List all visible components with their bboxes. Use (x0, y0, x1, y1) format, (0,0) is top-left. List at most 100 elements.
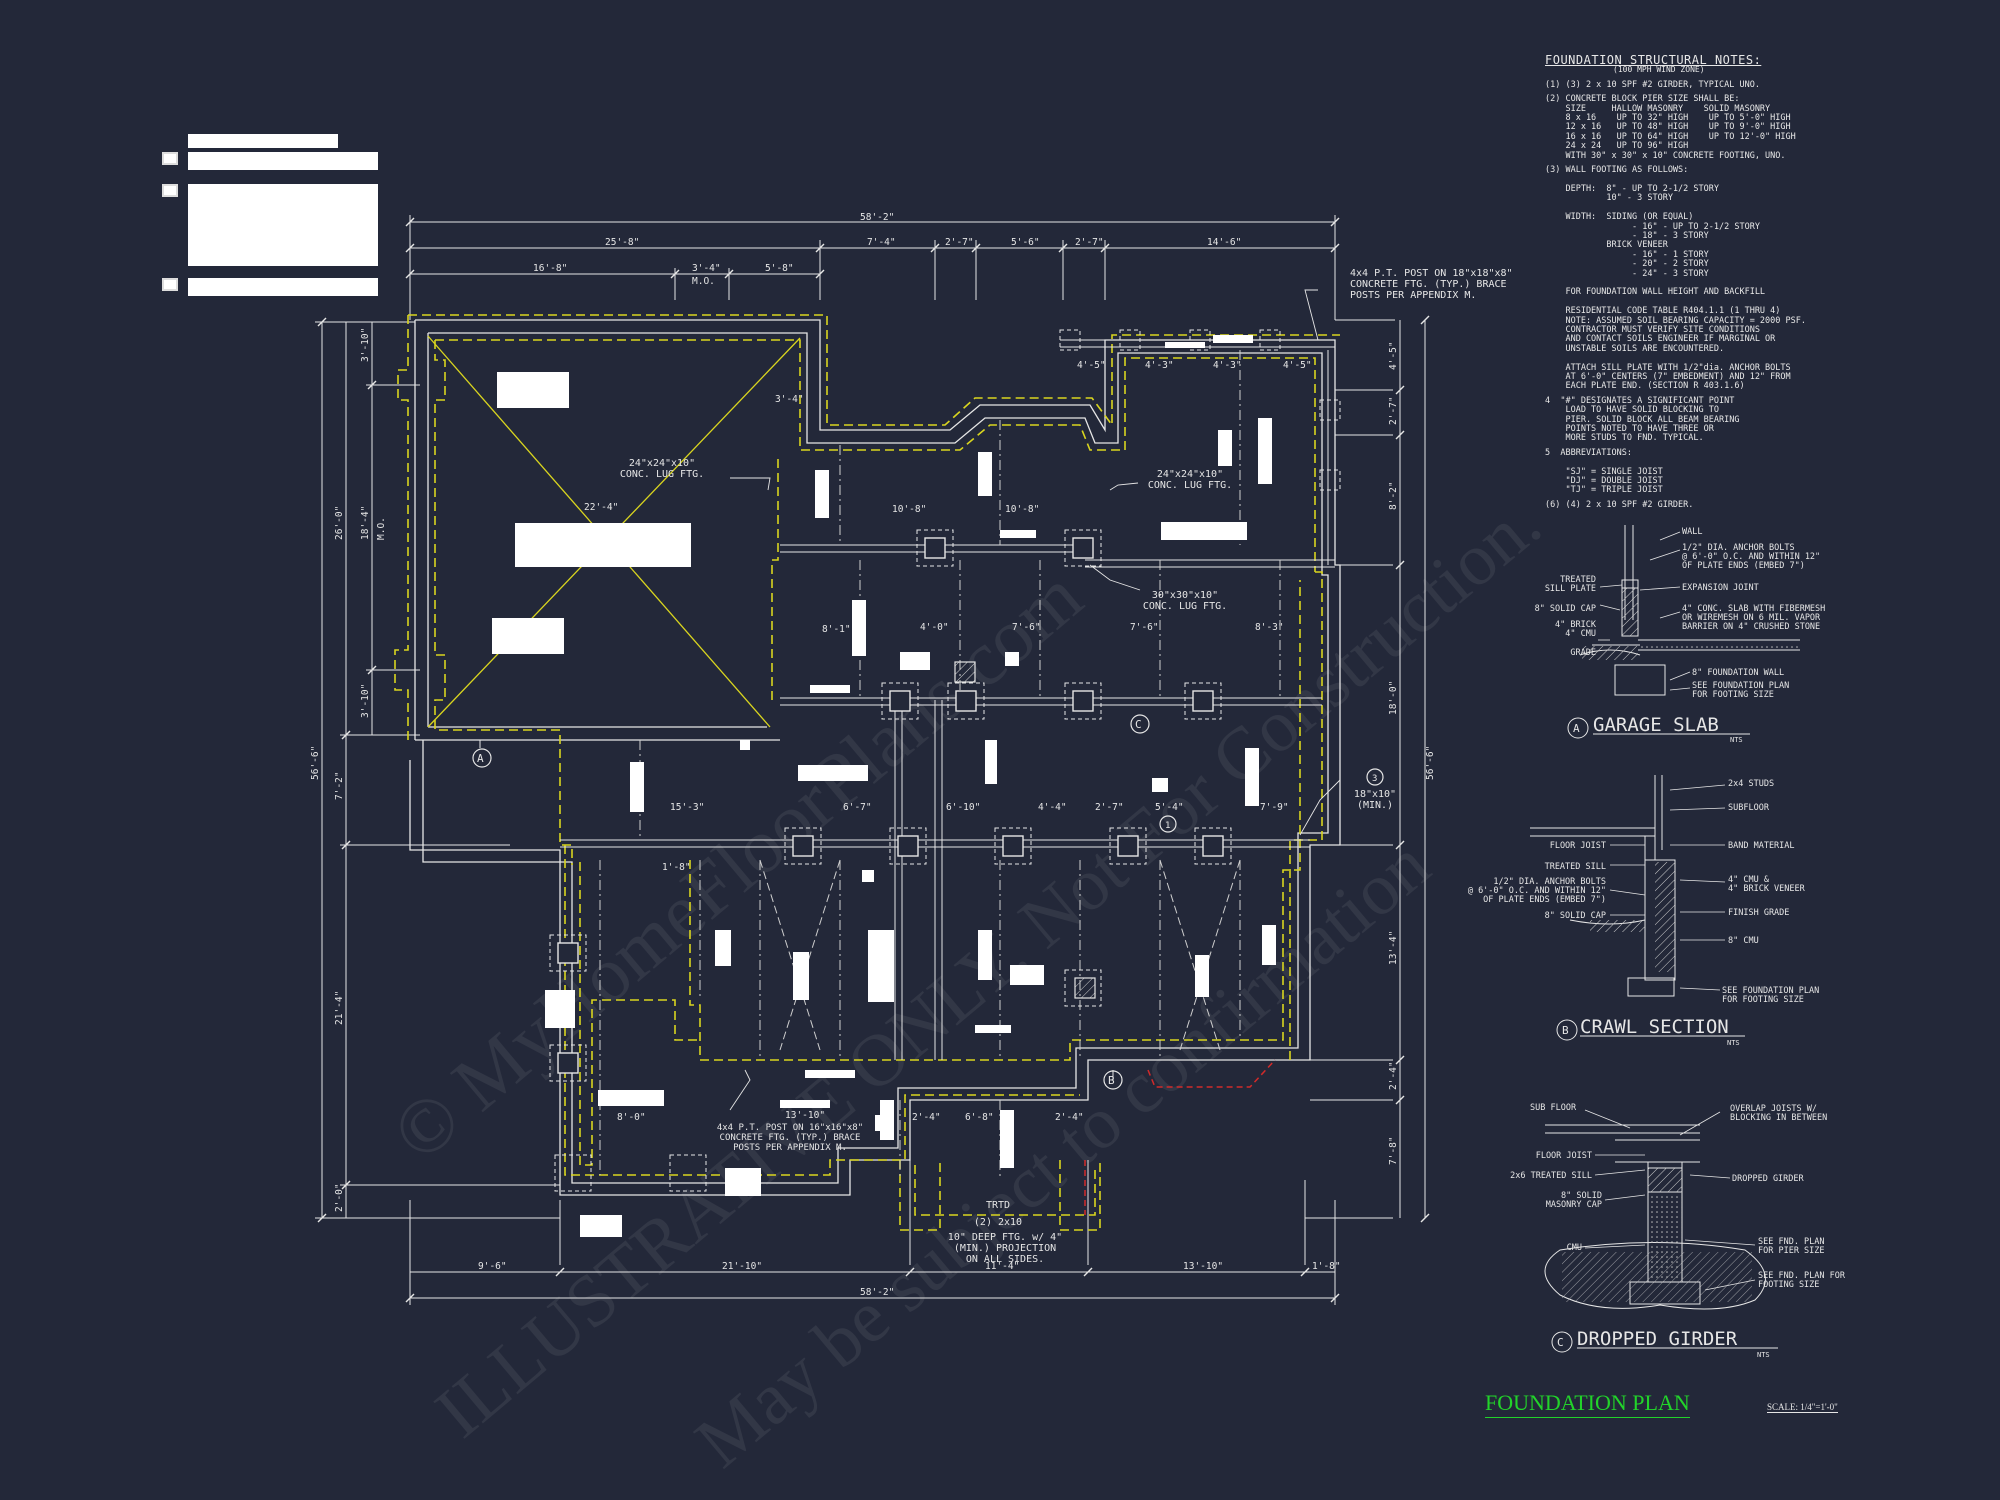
detail-b-label-grade: FINISH GRADE (1728, 908, 1789, 918)
dim-right-a: 4'-5" (1388, 341, 1399, 370)
notes-subtitle: (100 MPH WIND ZONE) (1613, 65, 1705, 75)
dim-left-a: 26'-0" (334, 506, 345, 540)
dim-interior-8: 7'-6" (1130, 622, 1159, 633)
dim-right-b: 2'-7" (1388, 396, 1399, 425)
detail-a-title: GARAGE SLAB (1593, 714, 1719, 736)
dim-interior-7: 7'-6" (1012, 622, 1041, 633)
marker-c-label: C (1135, 718, 1142, 731)
marker-c (1130, 714, 1150, 734)
dim-left-overall: 56'-6" (310, 746, 321, 780)
dim-top-seg-5: 2'-7" (1075, 237, 1104, 248)
dim-right-g: 7'-8" (1388, 1136, 1399, 1165)
dim-interior-5: 8'-1" (822, 624, 851, 635)
callout-post-top: 4x4 P.T. POST ON 18"x18"x8"CONCRETE FTG.… (1350, 268, 1513, 301)
dim-left-a2: 18'-4" (360, 506, 371, 540)
detail-b-scale: NTS (1727, 1039, 1740, 1047)
girders (560, 339, 1335, 848)
dim-interior-14: 2'-7" (1095, 802, 1124, 813)
dim-left-d: 2'-0" (334, 1183, 345, 1212)
dim-right-overall: 56'-6" (1425, 746, 1436, 780)
detail-c-label-subfloor: SUB FLOOR (1530, 1103, 1577, 1113)
detail-b-label-studs: 2x4 STUDS (1728, 779, 1774, 789)
detail-crawl-section: 2x4 STUDS SUBFLOOR FLOOR JOIST BAND MATE… (1468, 775, 1819, 1047)
detail-b-label-cmu-brick: 4" CMU &4" BRICK VENEER (1728, 875, 1806, 894)
dim-right-d: 18'-0" (1388, 681, 1399, 715)
callout-lug-b: 24"x24"x10"CONC. LUG FTG. (1148, 469, 1232, 491)
sheet-title: FOUNDATION PLAN (1485, 1390, 1690, 1418)
dim-top-seg-2: 7'-4" (867, 237, 896, 248)
sheet-title-block: FOUNDATION PLAN SCALE: 1/4"=1'-0" (1485, 1390, 1845, 1418)
marker-3-label: 3 (1372, 774, 1377, 784)
marker-a (472, 748, 492, 768)
dim-top-mo: M.O. (692, 276, 715, 287)
dim-bottom-overall: 58'-2" (860, 1287, 894, 1298)
dim-interior-4: 3'-4" (775, 394, 804, 405)
dim-interior-21: 6'-8" (965, 1112, 994, 1123)
callout-ftg-min: 18"x10"(MIN.) (1354, 789, 1396, 811)
pier-footings (549, 329, 1341, 1192)
dim-top-sub-b: 3'-4" (692, 263, 721, 274)
detail-a-label-grade: GRADE (1570, 648, 1596, 658)
dim-bottom-seg-2: 21'-10" (722, 1261, 762, 1272)
plan-redactions (492, 335, 1276, 1237)
foundation-walls (409, 319, 1341, 1196)
dim-interior-11: 6'-7" (843, 802, 872, 813)
notes-title: FOUNDATION STRUCTURAL NOTES: (1545, 53, 1762, 67)
note-item: 4 "#" DESIGNATES A SIGNIFICANT POINT LOA… (1545, 395, 1740, 444)
detail-a-label-wall: WALL (1682, 527, 1702, 537)
diagonal-joists (759, 859, 1241, 1051)
dim-interior-16: 7'-9" (1260, 802, 1289, 813)
detail-c-letter: C (1557, 1336, 1564, 1349)
dim-left-a2-mo: M.O. (376, 517, 387, 540)
dim-left-a1: 3'-10" (360, 328, 371, 362)
foundation-structural-notes: FOUNDATION STRUCTURAL NOTES: (100 MPH WI… (1545, 53, 1985, 515)
marker-1-label: 1 (1165, 821, 1170, 831)
marker-1 (1159, 815, 1177, 833)
hidden-lines (1084, 1059, 1276, 1215)
dim-left-a3: 3'-10" (360, 684, 371, 718)
detail-b-label-bolts: 1/2" DIA. ANCHOR BOLTS@ 6'-0" O.C. AND W… (1468, 877, 1606, 905)
dim-top-overall: 58'-2" (860, 212, 894, 223)
detail-b-label-cmu: 8" CMU (1728, 936, 1759, 946)
detail-c-label-sill: 2x6 TREATED SILL (1510, 1171, 1592, 1181)
dim-left-c: 21'-4" (334, 991, 345, 1025)
detail-garage-slab: WALL 1/2" DIA. ANCHOR BOLTS@ 6'-0" O.C. … (1535, 525, 1825, 744)
detail-b-label-sill: TREATED SILL (1545, 862, 1606, 872)
dim-bottom-seg-3: 11'-4" (985, 1261, 1019, 1272)
note-item: (2) CONCRETE BLOCK PIER SIZE SHALL BE: S… (1545, 94, 1796, 161)
dim-bottom-seg-4: 13'-10" (1183, 1261, 1223, 1272)
detail-c-label-joist: FLOOR JOIST (1536, 1151, 1592, 1161)
dim-interior-17: 1'-8" (662, 862, 691, 873)
marker-b (1103, 1070, 1123, 1090)
callout-post-bottom: 4x4 P.T. POST ON 16"x16"x8"CONCRETE FTG.… (717, 1123, 863, 1153)
detail-a-letter: A (1573, 722, 1580, 735)
dim-top-seg-1: 25'-8" (605, 237, 639, 248)
dim-interior-26: 4'-5" (1283, 360, 1312, 371)
callout-lug-a: 24"x24"x10"CONC. LUG FTG. (620, 458, 704, 480)
detail-a-label-wall-8: 8" FOUNDATION WALL (1692, 668, 1784, 678)
callout-trtd: TRTD (986, 1200, 1010, 1211)
dim-interior-12: 6'-10" (946, 802, 980, 813)
detail-b-label-cap: 8" SOLID CAP (1545, 911, 1606, 921)
dim-interior-3: 22'-4" (584, 502, 618, 513)
dim-left-b: 7'-2" (334, 771, 345, 800)
dim-right-e: 13'-4" (1388, 931, 1399, 965)
dim-interior-10: 15'-3" (670, 802, 704, 813)
note-item: 5 ABBREVIATIONS: "SJ" = SINGLE JOIST "DJ… (1545, 447, 1663, 496)
dim-top-sub-a: 16'-8" (533, 263, 567, 274)
detail-c-scale: NTS (1757, 1351, 1770, 1359)
detail-c-label-overlap: OVERLAP JOISTS W/BLOCKING IN BETWEEN (1730, 1104, 1827, 1123)
dim-right-c: 8'-2" (1388, 481, 1399, 510)
detail-dropped-girder: SUB FLOOR OVERLAP JOISTS W/BLOCKING IN B… (1510, 1103, 1846, 1359)
detail-a-scale: NTS (1730, 736, 1743, 744)
sheet-scale: SCALE: 1/4"=1'-0" (1767, 1402, 1838, 1413)
detail-c-label-cmu: CMU (1567, 1243, 1582, 1253)
note-item: (3) WALL FOOTING AS FOLLOWS: DEPTH: 8" -… (1545, 165, 1806, 392)
